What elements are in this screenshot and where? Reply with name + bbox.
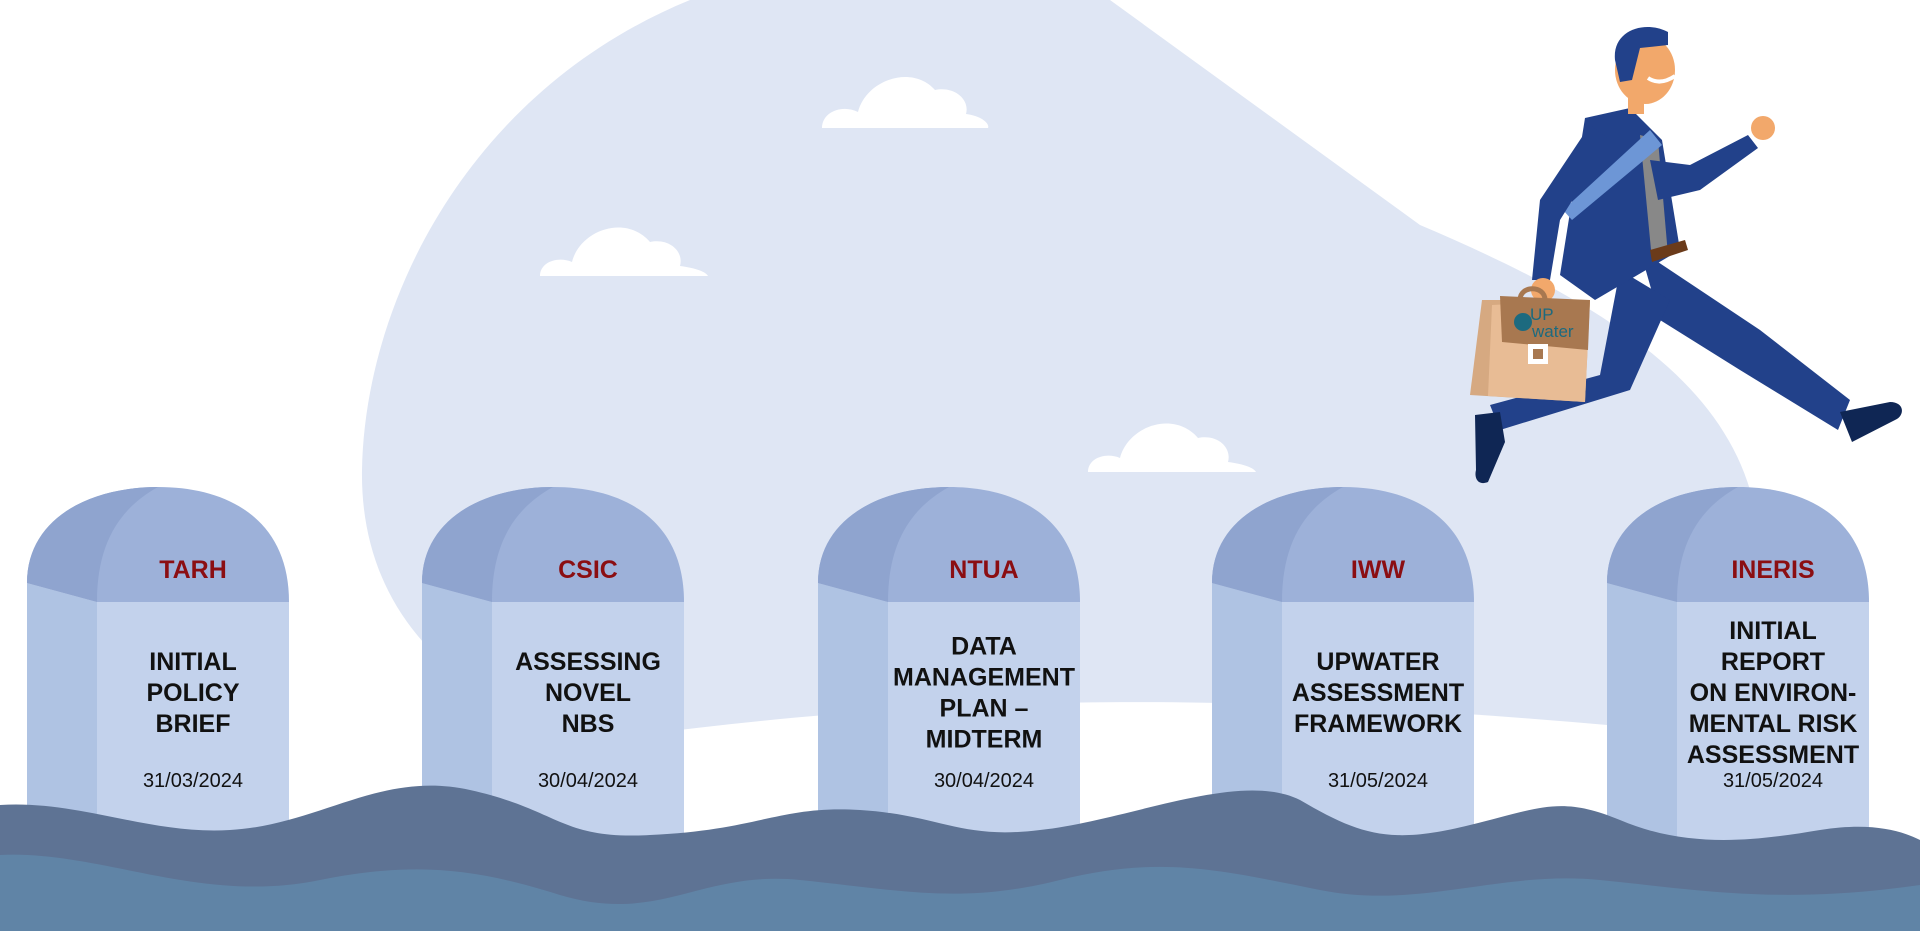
milestone-title-line: PLAN – xyxy=(940,695,1029,723)
milestone-title-line: MANAGEMENT xyxy=(893,664,1075,692)
milestone-title-line: NOVEL xyxy=(545,679,631,707)
milestone-org: NTUA xyxy=(949,556,1018,584)
milestone-date: 31/05/2024 xyxy=(1328,770,1428,792)
milestone-title-line: ASSESSING xyxy=(515,648,661,676)
milestone-title-line: UPWATER xyxy=(1316,648,1439,676)
milestone-pillar: CSIC ASSESSING NOVEL NBS 30/04/2024 xyxy=(422,487,684,860)
cloud-icon xyxy=(822,77,989,128)
milestone-title-line: ASSESSMENT xyxy=(1292,679,1464,707)
milestone-date: 31/05/2024 xyxy=(1723,770,1823,792)
cloud-icon xyxy=(540,227,708,276)
milestone-date: 31/03/2024 xyxy=(143,770,243,792)
milestone-org: INERIS xyxy=(1731,556,1814,584)
milestone-title-line: REPORT xyxy=(1721,648,1825,676)
milestone-pillar: TARH INITIAL POLICY BRIEF 31/03/2024 xyxy=(27,487,289,860)
milestone-org: TARH xyxy=(159,556,227,584)
milestone-title-line: NBS xyxy=(562,710,615,738)
businessman-figure: UP water xyxy=(1470,27,1902,484)
milestone-org: IWW xyxy=(1351,556,1406,584)
milestone-title-line: FRAMEWORK xyxy=(1294,710,1462,738)
milestone-title-line: MIDTERM xyxy=(926,726,1043,754)
milestone-title-line: ON ENVIRON- xyxy=(1690,679,1857,707)
cloud-icon xyxy=(1088,423,1256,472)
milestone-title-line: ASSESSMENT xyxy=(1687,741,1859,769)
milestone-date: 30/04/2024 xyxy=(934,770,1034,792)
milestone-pillar: NTUA DATA MANAGEMENT PLAN – MIDTERM 30/04/202… xyxy=(818,487,1080,860)
briefcase-logo-line1: UP xyxy=(1530,305,1554,324)
milestone-title-line: INITIAL xyxy=(149,648,237,676)
milestone-pillar: IWW UPWATER ASSESSMENT FRAMEWORK 31/05/2024 xyxy=(1212,487,1474,860)
milestone-title-line: MENTAL RISK xyxy=(1689,710,1858,738)
milestone-date: 30/04/2024 xyxy=(538,770,638,792)
milestone-pillar: INERIS INITIAL REPORT ON ENVIRON- MENTAL RIS… xyxy=(1607,487,1869,860)
milestone-title-line: INITIAL xyxy=(1729,617,1817,645)
briefcase-logo-line2: water xyxy=(1531,322,1574,341)
milestone-org: CSIC xyxy=(558,556,618,584)
milestone-title-line: POLICY xyxy=(146,679,239,707)
wave-front xyxy=(0,854,1920,931)
milestone-title-line: DATA xyxy=(951,633,1017,661)
upwater-logo-icon xyxy=(1514,313,1532,331)
milestone-title-line: BRIEF xyxy=(156,710,231,738)
